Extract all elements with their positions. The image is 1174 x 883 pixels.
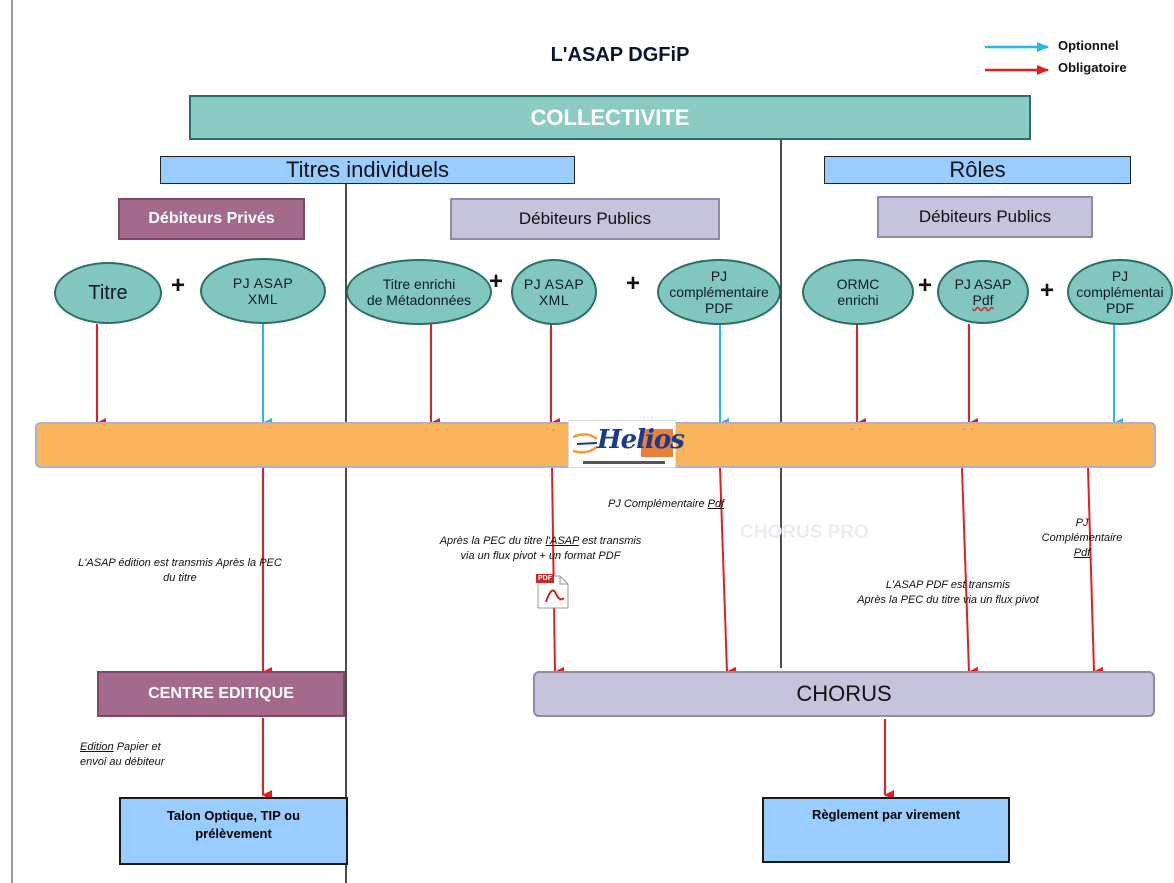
plus-sign-3: + (626, 270, 641, 297)
pdf-file-icon: PDF (532, 574, 572, 610)
category-debiteurs-prives-label: Débiteurs Privés (148, 210, 275, 227)
collectivite-label: COLLECTIVITE (530, 104, 690, 130)
node-titre-label: Titre (88, 281, 128, 304)
node-pj-asap-xml-2-line1: PJ ASAP (523, 275, 585, 292)
node-titre-enrichi: Titre enrichi de Métadonnées (346, 259, 492, 325)
node-ormc-enrichi-line2: enrichi (837, 292, 879, 308)
plus-sign-4: + (918, 272, 933, 299)
note-asap-pdf: L'ASAP PDF est transmis Après la PEC du … (818, 578, 1078, 608)
talon-optique-line1: Talon Optique, TIP ou (166, 808, 301, 823)
centre-editique-label: CENTRE EDITIQUE (148, 685, 294, 702)
note-pj-complementaire-pdf-prefix: PJ Complémentaire (608, 498, 708, 510)
node-pj-asap-xml-1: PJ ASAP XML (200, 258, 326, 324)
note-apres-pec: Après la PEC du titre l'ASAP est transmi… (398, 534, 683, 564)
reglement-virement-label: Règlement par virement (811, 807, 961, 822)
arrow-helios-to-chorus-1 (551, 467, 565, 677)
node-ormc-enrichi-line1: ORMC (836, 275, 880, 292)
reglement-virement-box: Règlement par virement (762, 797, 1010, 863)
node-pj-complementaire-2: PJ complémentai PDF (1067, 259, 1173, 325)
diagram-title: L'ASAP DGFiP (550, 44, 690, 66)
node-pj-asap-xml-2: PJ ASAP XML (511, 259, 597, 325)
talon-optique-box: Talon Optique, TIP ou prélèvement (119, 797, 348, 865)
chorus-box: CHORUS (533, 671, 1155, 717)
helios-logo-text: Helios (597, 425, 685, 455)
node-pj-complementaire-1-line2: complémentaire (669, 283, 769, 300)
node-pj-asap-pdf-line1: PJ ASAP (954, 275, 1012, 292)
plus-sign-1: + (171, 272, 186, 299)
talon-optique-line2: prélèvement (195, 825, 272, 841)
node-pj-complementaire-1-line3: PDF (704, 300, 733, 317)
note-pj-complementaire-right-line2: Complémentaire (1041, 531, 1123, 544)
node-pj-asap-xml-2-line2: XML (538, 292, 570, 308)
arrow-helios-to-chorus-4 (1087, 467, 1104, 677)
note-apres-pec-suffix: est transmis (578, 535, 642, 547)
category-debiteurs-publics-1: Débiteurs Publics (450, 198, 720, 240)
node-pj-asap-xml-1-line2: XML (247, 291, 279, 307)
legend-optional-label: Optionnel (1058, 38, 1119, 53)
note-asap-edition: L'ASAP édition est transmis Après la PEC… (40, 556, 320, 586)
note-asap-pdf-line2: Après la PEC du titre via un flux pivot (857, 593, 1039, 606)
note-apres-pec-prefix: Après la PEC du titre (439, 535, 546, 547)
note-pj-complementaire-pdf-pdf: Pdf (707, 498, 725, 510)
helios-logo: Helios (568, 420, 685, 468)
note-edition-line2: envoi au débiteur (80, 755, 165, 768)
node-ormc-enrichi: ORMC enrichi (802, 259, 914, 325)
node-pj-complementaire-2-line3: PDF (1106, 300, 1134, 317)
node-pj-asap-pdf: PJ ASAP Pdf (937, 260, 1029, 324)
node-titre: Titre (54, 262, 162, 324)
node-pj-asap-pdf-line2: Pdf (972, 292, 994, 308)
node-pj-complementaire-1: PJ complémentaire PDF (657, 259, 781, 325)
node-pj-complementaire-1-line1: PJ (710, 267, 728, 284)
node-pj-complementaire-2-line1: PJ (1111, 267, 1129, 284)
note-edition-word: Edition (80, 741, 114, 753)
section-titres-individuels-label: Titres individuels (285, 157, 450, 182)
category-debiteurs-publics-2-label: Débiteurs Publics (918, 207, 1052, 226)
section-roles: Rôles (824, 156, 1131, 184)
plus-sign-5: + (1040, 277, 1055, 304)
node-pj-complementaire-2-line2: complémentai (1076, 283, 1164, 300)
section-titres-individuels: Titres individuels (160, 156, 575, 184)
category-debiteurs-publics-2: Débiteurs Publics (877, 196, 1093, 238)
node-pj-asap-xml-1-line1: PJ ASAP (232, 274, 294, 291)
note-pj-complementaire-pdf: PJ Complémentaire Pdf (608, 497, 788, 512)
note-pj-complementaire-right-line1: PJ (1075, 517, 1089, 529)
chorus-pro-watermark: CHORUS PRO (740, 522, 869, 543)
note-pj-complementaire-right-line3: Pdf (1073, 546, 1091, 559)
helios-logo-graphic (572, 429, 673, 464)
section-roles-label: Rôles (949, 157, 1006, 182)
category-debiteurs-prives: Débiteurs Privés (118, 198, 305, 240)
node-titre-enrichi-line2: de Métadonnées (366, 292, 472, 308)
note-apres-pec-line2: via un flux pivot + un format PDF (460, 549, 621, 562)
note-apres-pec-asap: l'ASAP (545, 535, 579, 547)
note-pj-complementaire-right: PJ Complémentaire Pdf (1022, 516, 1142, 561)
plus-sign-2: + (489, 268, 504, 295)
pdf-file-icon-graphic (537, 575, 569, 609)
note-edition-rest: Papier et (113, 741, 161, 753)
pdf-file-icon-label: PDF (536, 574, 554, 583)
node-titre-enrichi-line1: Titre enrichi (382, 275, 456, 292)
collectivite-box: COLLECTIVITE (189, 95, 1031, 140)
note-asap-edition-line2: du titre (163, 571, 197, 584)
legend-mandatory-label: Obligatoire (1058, 60, 1127, 75)
note-edition-papier: Edition Papier et envoi au débiteur (80, 740, 180, 770)
note-asap-edition-line1: L'ASAP édition est transmis Après la PEC (78, 557, 282, 569)
centre-editique-box: CENTRE EDITIQUE (97, 671, 345, 717)
arrow-helios-to-chorus-2 (719, 467, 737, 677)
category-debiteurs-publics-1-label: Débiteurs Publics (518, 209, 652, 228)
chorus-label: CHORUS (796, 681, 892, 706)
note-asap-pdf-line1: L'ASAP PDF est transmis (885, 579, 1011, 591)
arrow-helios-to-chorus-3 (961, 467, 979, 677)
